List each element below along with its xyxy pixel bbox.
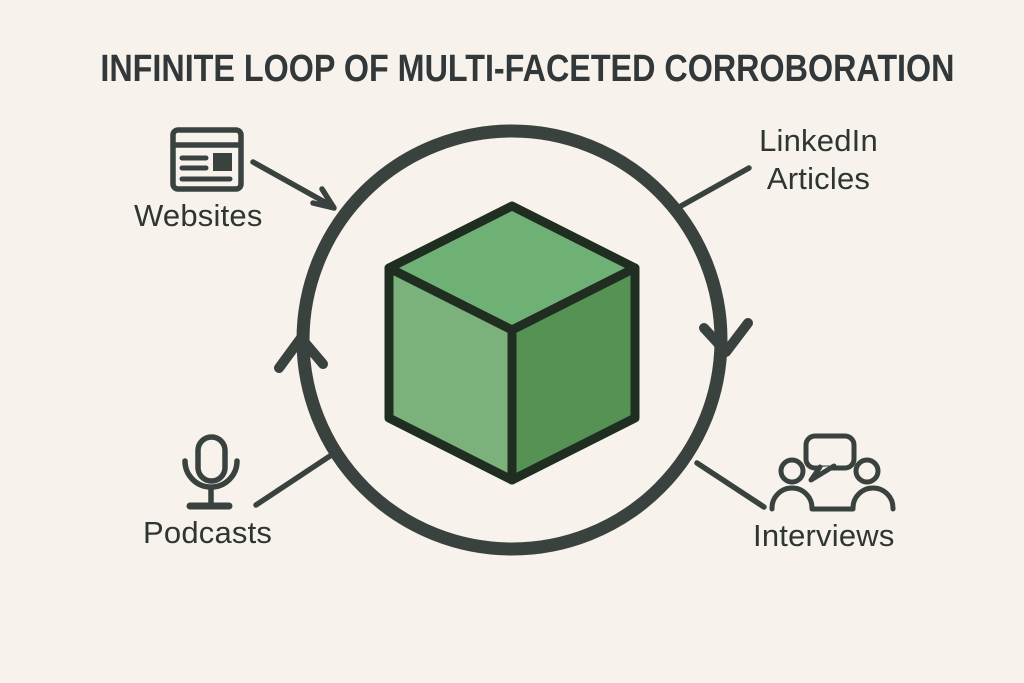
- browser-window-icon: [170, 127, 244, 192]
- interviews-label: Interviews: [753, 518, 895, 553]
- interviews-connector-line: [694, 460, 767, 510]
- microphone-icon: [182, 434, 240, 510]
- linkedin-connector-line: [678, 165, 752, 209]
- conversation-icon: [769, 433, 896, 512]
- cube-right-face: [507, 263, 640, 485]
- page-title-text: INFINITE LOOP OF MULTI-FACETED CORROBORA…: [99, 48, 955, 90]
- podcasts-connector-line: [253, 449, 339, 508]
- connectors: [250, 159, 767, 510]
- podcasts-label: Podcasts: [143, 515, 273, 550]
- websites-connector-arrowhead-icon: [310, 186, 337, 211]
- loop-arrowhead-down-icon: [699, 318, 753, 357]
- linkedin-label: LinkedIn Articles: [759, 123, 878, 196]
- loop-arrowhead-up-icon: [274, 333, 328, 373]
- page-title: INFINITE LOOP OF MULTI-FACETED CORROBORA…: [0, 48, 1024, 91]
- websites-connector-line: [250, 159, 333, 208]
- websites-label: Websites: [134, 198, 263, 233]
- cube-graphic: [384, 201, 640, 485]
